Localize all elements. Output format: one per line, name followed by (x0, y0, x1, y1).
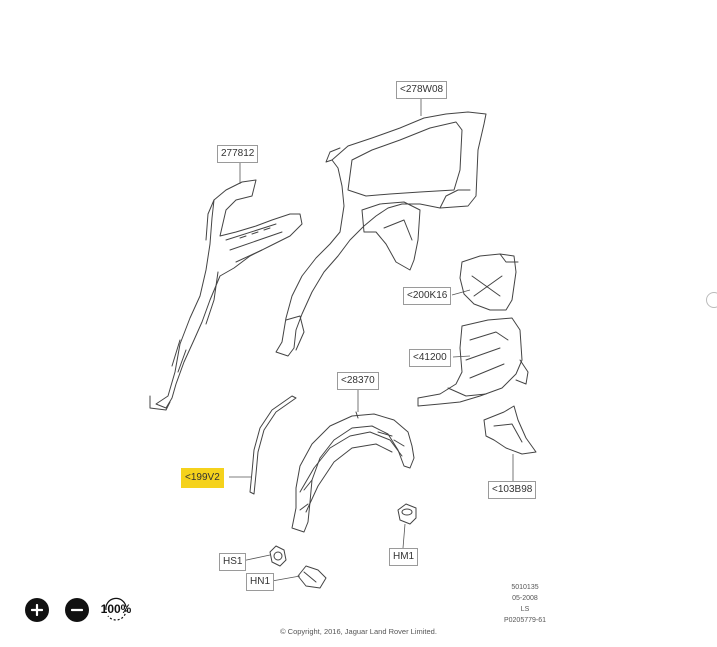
fastener-hm1 (397, 503, 417, 525)
zoom-level: 100% (100, 602, 132, 616)
zoom-in-button[interactable] (25, 598, 49, 622)
bracket-part (459, 253, 519, 311)
pillar-panel-part (149, 179, 303, 411)
callout-28370[interactable]: <28370 (337, 372, 379, 390)
small-bracket-part (483, 405, 537, 455)
side-panel-handle[interactable] (706, 292, 717, 308)
zoom-reset-button[interactable]: 100% (100, 596, 132, 624)
minus-icon (71, 608, 83, 612)
reference-line-1: 5010135 (511, 584, 539, 591)
fastener-hn1 (297, 565, 327, 589)
callout-hs1[interactable]: HS1 (219, 553, 247, 571)
callout-41200[interactable]: <41200 (409, 349, 451, 367)
callout-277812[interactable]: 277812 (217, 145, 259, 163)
reference-line-3: LS (520, 606, 530, 613)
zoom-out-button[interactable] (65, 598, 89, 622)
zoom-reset-icon (105, 597, 127, 621)
trim-strip-part (249, 395, 297, 495)
callout-hn1[interactable]: HN1 (246, 573, 275, 591)
callout-200k16[interactable]: <200K16 (403, 287, 452, 305)
callout-278w08[interactable]: <278W08 (396, 81, 448, 99)
callout-199v2[interactable]: <199V2 (181, 468, 224, 488)
callout-hm1[interactable]: HM1 (389, 548, 419, 566)
copyright-text: © Copyright, 2016, Jaguar Land Rover Lim… (280, 627, 437, 636)
wheel-arch-liner-part (291, 411, 415, 533)
reinforcement-part (417, 317, 529, 407)
reference-line-2: 05-2008 (512, 595, 538, 602)
reference-line-4: P0205779-61 (503, 617, 547, 624)
fastener-hs1 (269, 545, 287, 567)
diagram-reference-block: 5010135 05-2008 LS P0205779-61 (490, 582, 560, 626)
body-side-panel-part (275, 111, 487, 357)
plus-icon (31, 604, 43, 616)
callout-103b98[interactable]: <103B98 (488, 481, 537, 499)
